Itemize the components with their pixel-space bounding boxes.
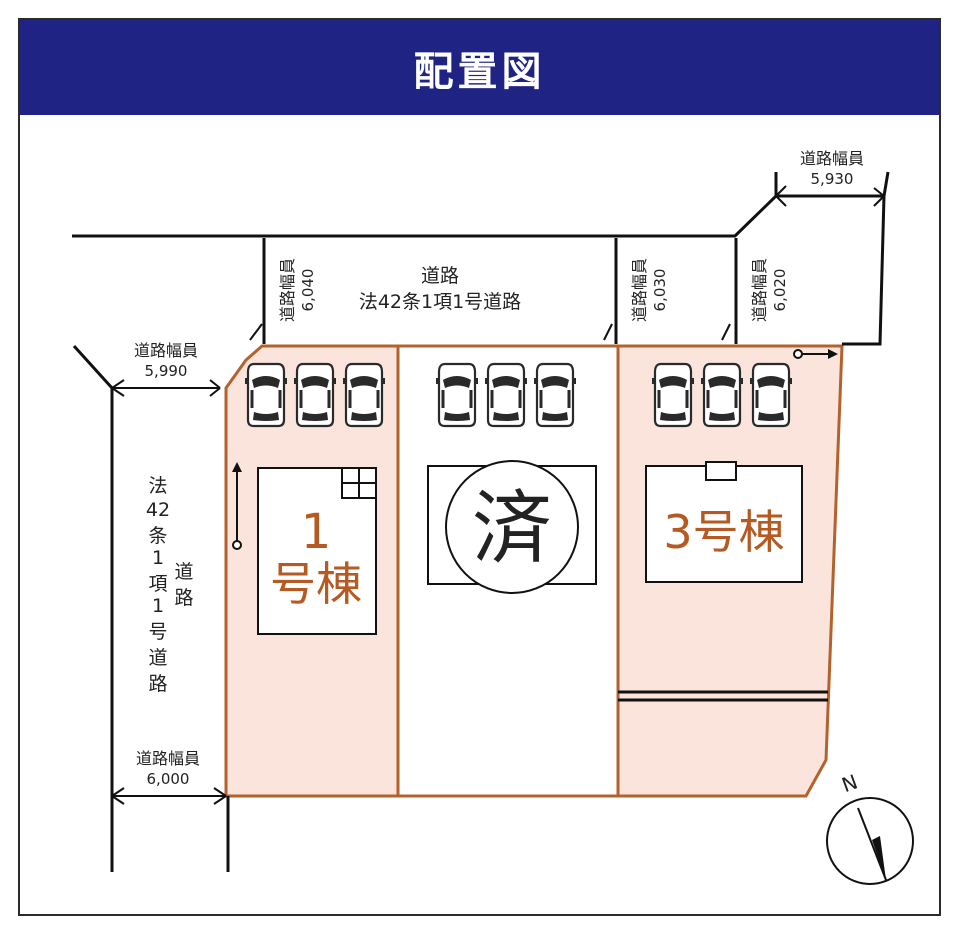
svg-text:道路幅員: 道路幅員 — [630, 258, 649, 322]
car-icon — [243, 362, 289, 428]
road-top-name: 道路 — [421, 265, 459, 287]
page-title: 配置図 — [413, 48, 546, 95]
lot3-name: 3号棟 — [663, 505, 784, 559]
road-left-name: 道 路 — [174, 561, 193, 609]
svg-text:路: 路 — [174, 587, 193, 609]
sold-mark: 済 — [472, 482, 552, 575]
car-icon — [748, 362, 794, 428]
car-icon — [483, 362, 529, 428]
car-icon — [341, 362, 387, 428]
svg-text:法: 法 — [148, 475, 167, 497]
svg-text:項: 項 — [148, 573, 167, 595]
width-label-upper-right-value: 5,930 — [811, 170, 854, 188]
svg-text:6,040: 6,040 — [299, 269, 317, 312]
lot1-path-marker — [232, 462, 242, 550]
svg-text:6,020: 6,020 — [771, 269, 789, 312]
sold-circle — [445, 460, 579, 594]
svg-text:1: 1 — [152, 547, 164, 569]
building-1 — [257, 467, 377, 635]
road-lines — [72, 171, 890, 872]
width-label-top-mid: 道路幅員 6,030 — [630, 258, 669, 322]
width-label-left-upper-title: 道路幅員 — [134, 341, 198, 360]
lot3-double-line — [618, 690, 828, 702]
width-label-upper-right-title: 道路幅員 — [800, 149, 864, 168]
width-label-left-lower-value: 6,000 — [147, 770, 190, 788]
width-label-left-lower-title: 道路幅員 — [136, 749, 200, 768]
car-icon — [434, 362, 480, 428]
svg-text:道: 道 — [148, 647, 167, 669]
svg-text:42: 42 — [146, 499, 170, 521]
svg-text:6,030: 6,030 — [651, 269, 669, 312]
road-top-law: 法42条1項1号道路 — [359, 291, 521, 313]
building-1-window — [341, 467, 377, 499]
north-compass-icon: N — [826, 770, 914, 885]
svg-text:条: 条 — [148, 525, 167, 547]
car-icon — [292, 362, 338, 428]
width-label-left-upper-value: 5,990 — [145, 362, 188, 380]
width-label-top-right: 道路幅員 6,020 — [750, 258, 789, 322]
lot3-path-marker — [793, 349, 838, 359]
building-3 — [645, 465, 803, 583]
svg-text:路: 路 — [148, 673, 167, 695]
svg-text:道路幅員: 道路幅員 — [750, 258, 769, 322]
svg-text:道: 道 — [174, 561, 193, 583]
car-icon — [699, 362, 745, 428]
svg-text:1: 1 — [152, 595, 164, 617]
parking-cars — [243, 362, 794, 428]
compass-north-label: N — [838, 770, 860, 798]
lot1-number: 1 — [301, 504, 332, 560]
car-icon — [650, 362, 696, 428]
svg-text:道路幅員: 道路幅員 — [278, 258, 297, 322]
svg-text:号: 号 — [148, 621, 167, 643]
title-banner: 配置図 — [20, 20, 939, 115]
building-3-entry — [705, 461, 737, 481]
dimension-arrows — [111, 185, 885, 805]
road-left-law: 法 42 条 1 項 1 号 道 路 — [146, 475, 170, 695]
width-label-top-left: 道路幅員 6,040 — [278, 258, 317, 322]
car-icon — [532, 362, 578, 428]
lot1-name: 号棟 — [270, 557, 362, 611]
